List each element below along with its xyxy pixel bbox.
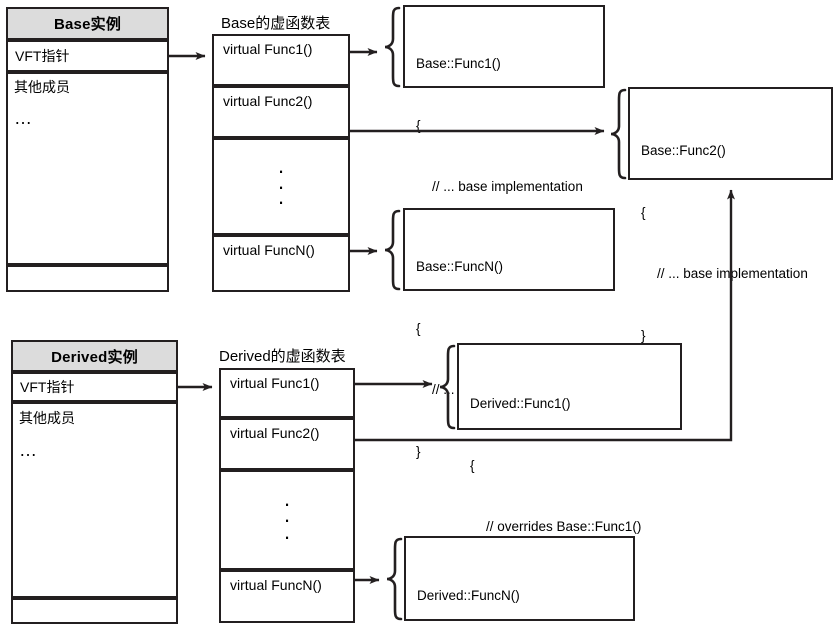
derived-func1-code-box: Derived::Func1() { // overrides Base::Fu… [457,343,682,596]
derived-func1-brace-icon [438,344,456,430]
base-instance-members-label: 其他成员 [14,79,70,95]
base-func2-body-comment: // ... base implementation [657,266,808,282]
derived-vtable-slot-func1: virtual Func1() [219,368,355,418]
base-func1-signature: Base::Func1() [416,56,501,72]
derived-vtable-dot-2: · [283,507,291,532]
base-funcn-brace-icon [383,209,401,291]
base-func1-open-brace: { [416,117,421,133]
base-vtable-caption: Base的虚函数表 [221,15,331,32]
base-func1-brace-icon [383,6,401,88]
base-func2-open-brace: { [641,204,646,220]
base-funcn-signature: Base::FuncN() [416,259,504,275]
base-vtable-dot-2: · [277,173,285,199]
derived-vtable-slot-func2: virtual Func2() [219,418,355,470]
base-instance-vft-pointer-label: VFT指针 [15,48,70,64]
derived-vtable-dot-3: · [283,523,291,549]
derived-instance-vft-pointer-label: VFT指针 [20,379,75,395]
base-vtable-ellipsis-cell: · · · [212,138,350,235]
base-func1-body-comment: // ... base implementation [432,179,583,195]
base-funcn-open-brace: { [416,320,421,336]
base-instance-members-cell [6,72,169,265]
derived-vtable-slot-funcn: virtual FuncN() [219,570,355,623]
derived-funcn-brace-icon [385,537,403,621]
derived-func1-body-comment: // overrides Base::Func1() [486,519,642,535]
base-vtable-slot-func1: virtual Func1() [212,34,350,86]
base-instance-header: Base实例 [6,7,169,40]
base-func2-signature: Base::Func2() [641,143,726,159]
derived-instance-vft-pointer-row: VFT指针 [11,372,178,402]
derived-instance-members-label: 其他成员 [19,410,75,426]
base-func2-close-brace: } [641,327,646,343]
base-vtable-slot-funcn: virtual FuncN() [212,235,350,292]
base-vtable-slot-funcn-label: virtual FuncN() [223,242,315,258]
derived-vtable-caption: Derived的虚函数表 [219,348,346,365]
derived-funcn-signature: Derived::FuncN() [417,588,520,604]
base-funcn-code-box: Base::FuncN() { // ... base implementati… [403,208,615,459]
derived-vtable-slot-func1-label: virtual Func1() [230,375,320,391]
base-instance-empty-cell [6,265,169,292]
derived-func1-open-brace: { [470,457,475,473]
derived-instance-empty-cell [11,598,178,624]
base-vtable-slot-func2: virtual Func2() [212,86,350,138]
derived-instance-header-label: Derived实例 [51,348,138,366]
base-instance-vft-pointer-row: VFT指针 [6,40,169,72]
base-funcn-close-brace: } [416,443,421,459]
derived-vtable-ellipsis-cell: · · · [219,470,355,570]
base-vtable-slot-func2-label: virtual Func2() [223,93,313,109]
derived-funcn-code-box: Derived::FuncN() { // Overrides Base::Fu… [404,536,635,621]
base-instance-ellipsis-label: … [14,108,34,128]
base-func2-brace-icon [609,88,627,180]
base-func1-code-box: Base::Func1() { // ... base implementati… [403,5,605,256]
derived-vtable-slot-funcn-label: virtual FuncN() [230,577,322,593]
base-instance-header-label: Base实例 [53,16,122,33]
derived-func1-signature: Derived::Func1() [470,396,571,412]
base-vtable-dot-3: · [277,189,285,215]
derived-vtable-dot-1: · [283,490,291,516]
derived-instance-header: Derived实例 [11,340,178,372]
base-vtable-slot-func1-label: virtual Func1() [223,41,313,57]
base-vtable-dot-1: · [277,157,285,183]
base-func2-code-box: Base::Func2() { // ... base implementati… [628,87,833,343]
derived-instance-ellipsis-label: … [19,440,39,460]
derived-instance-members-cell [11,402,178,598]
arrow-derived-vtable-func2-to-base-func2 [355,189,735,442]
derived-vtable-slot-func2-label: virtual Func2() [230,425,320,441]
